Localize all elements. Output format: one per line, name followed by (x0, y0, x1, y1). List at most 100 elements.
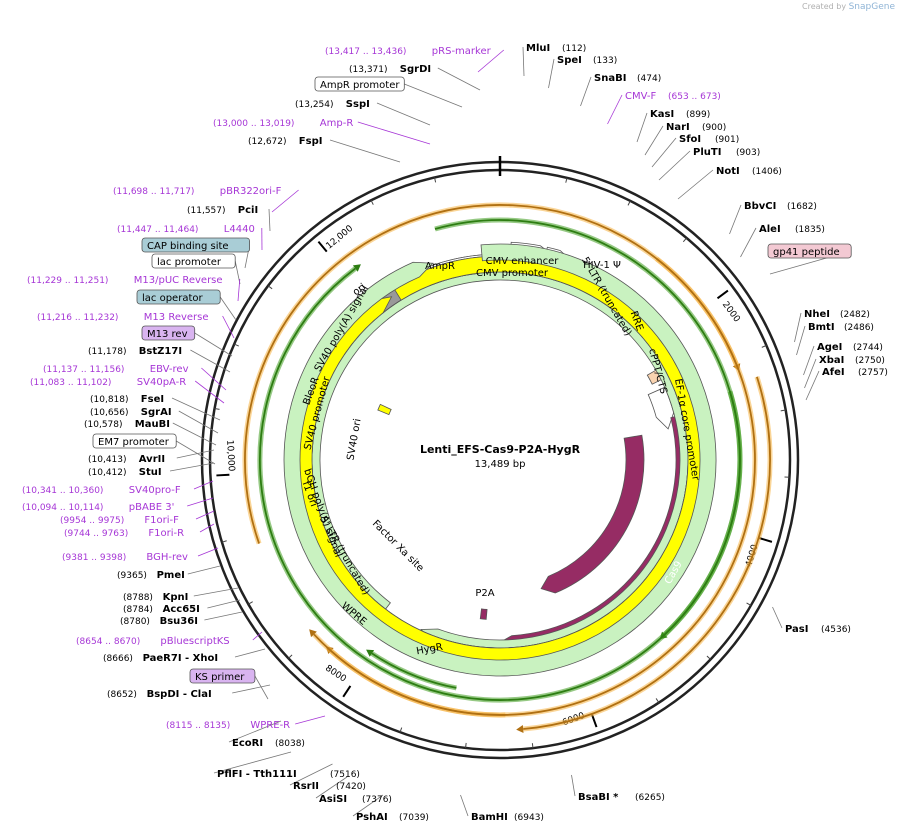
site-position: (7376) (362, 795, 392, 805)
site-pflfi-tth111i: PflFI - Tth111I(7516) (217, 769, 360, 780)
leader-line (352, 794, 384, 817)
site-position: (8788) (123, 593, 153, 603)
site-name: M13 Reverse (144, 312, 209, 323)
site-name: EcoRI (232, 738, 263, 749)
site-name: AsiSI (319, 794, 347, 805)
leader-line (329, 139, 401, 163)
site-position: (10,578) (84, 420, 123, 430)
leader-line (228, 720, 282, 743)
site-position: (899) (686, 110, 710, 120)
ruler-minor-tick (221, 540, 227, 543)
site-kpni: (8788)KpnI (123, 592, 188, 603)
orf-arc-2-head (516, 725, 524, 733)
leader-line (796, 325, 806, 356)
site-snabi: SnaBI(474) (594, 73, 661, 84)
orf-arc-4 (244, 204, 756, 716)
site-name: AfeI (822, 367, 845, 378)
orf-arc-4-head (309, 629, 317, 638)
site-noti: NotI(1406) (716, 166, 782, 177)
leader-line (252, 631, 263, 641)
site-name: EM7 promoter (98, 437, 170, 448)
site-position: (2482) (840, 310, 870, 320)
site-name: M13 rev (147, 329, 188, 340)
ruler-minor-tick (267, 285, 273, 290)
site-position: (8654 .. 8670) (76, 637, 140, 647)
site-name: pBABE 3' (129, 502, 175, 513)
snapgene-logo-text: SnapGene (848, 2, 895, 12)
site-nhei: NheI(2482) (804, 309, 870, 320)
site-name: PasI (785, 624, 808, 635)
leader-line (658, 150, 691, 181)
site-name: pBluescriptKS (160, 636, 229, 647)
site-bbvci: BbvCI(1682) (744, 201, 817, 212)
leader-line (677, 169, 714, 200)
leader-line (172, 422, 217, 446)
site-name: L4440 (224, 224, 255, 235)
orf-arc-2 (523, 376, 771, 730)
orf-arc-2-halo (522, 376, 773, 732)
site-name: PaeR7I - XhoI (143, 653, 219, 664)
leader-line (171, 397, 221, 421)
ampr-shape (283, 243, 717, 677)
site-bstz17i: (11,178)BstZ17I (88, 346, 182, 357)
site-position: (9954 .. 9975) (60, 516, 124, 526)
leader-line (522, 46, 525, 77)
site-name: AmpR promoter (320, 80, 400, 91)
ruler-label: 10,000 (224, 440, 236, 472)
site-pbr322ori-f: (11,698 .. 11,717)pBR322ori-F (113, 186, 282, 197)
leader-line (197, 547, 219, 557)
site-rsrii: RsrII(7420) (293, 781, 366, 792)
site-sfoi: SfoI(901) (679, 134, 739, 145)
site-maubi: (10,578)MauBI (84, 419, 170, 430)
ruler-tick (591, 714, 598, 728)
p2a-shape (479, 608, 488, 620)
leader-line (772, 606, 783, 629)
site-position: (9365) (117, 571, 147, 581)
leader-line (268, 208, 271, 232)
leader-line (195, 510, 215, 520)
leader-line (194, 332, 233, 357)
site-ebv-rev: (11,137 .. 11,156)EBV-rev (43, 364, 189, 375)
ruler-minor-tick (780, 409, 786, 412)
site-paer7i-xhoi: (8666)PaeR7I - XhoI (103, 653, 218, 664)
site-acc65i: (8784)Acc65I (123, 604, 200, 615)
site-name: FseI (141, 394, 164, 405)
site-position: (7516) (330, 770, 360, 780)
ruler-minor-tick (370, 200, 374, 205)
ruler-minor-tick (248, 601, 253, 605)
ruler-tick (759, 537, 773, 543)
site-position: (133) (593, 56, 617, 66)
leader-line (460, 794, 469, 817)
site-name: SV40pA-R (137, 377, 186, 388)
feature-label: SV40 ori (345, 418, 363, 461)
site-lac-operator: lac operator (136, 289, 221, 305)
site-position: (6265) (635, 793, 665, 803)
leader-line (178, 410, 219, 434)
site-amp-r: (13,000 .. 13,019)Amp-R (213, 118, 353, 129)
site-name: F1ori-R (148, 528, 184, 539)
site-position: (10,094 .. 10,114) (22, 503, 103, 513)
site-position: (10,412) (88, 468, 127, 478)
site-name: SV40pro-F (129, 485, 181, 496)
site-position: (2757) (858, 368, 888, 378)
leader-line (213, 751, 292, 774)
site-position: (13,417 .. 13,436) (325, 47, 406, 57)
leader-line (651, 137, 677, 168)
feature-label: CMV enhancer (486, 256, 560, 267)
site-sgrdi: (13,371)SgrDI (349, 64, 431, 75)
site-name: SgrDI (400, 64, 431, 75)
site-box (92, 433, 177, 449)
site-position: (11,698 .. 11,717) (113, 187, 194, 197)
leader-line (207, 599, 241, 609)
site-position: (2744) (853, 343, 883, 353)
leader-line (805, 370, 820, 401)
site-position: (11,447 .. 11,464) (117, 225, 198, 235)
ruler-minor-tick (214, 408, 220, 410)
site-position: (1835) (795, 225, 825, 235)
site-sv40pa-r: (11,083 .. 11,102)SV40pA-R (30, 377, 186, 388)
site-bsu36i: (8780)Bsu36I (120, 616, 198, 627)
green-arc-3-head (352, 264, 361, 272)
site-name: Amp-R (320, 118, 354, 129)
ruler-minor-tick (746, 602, 752, 606)
site-position: (2486) (844, 323, 874, 333)
